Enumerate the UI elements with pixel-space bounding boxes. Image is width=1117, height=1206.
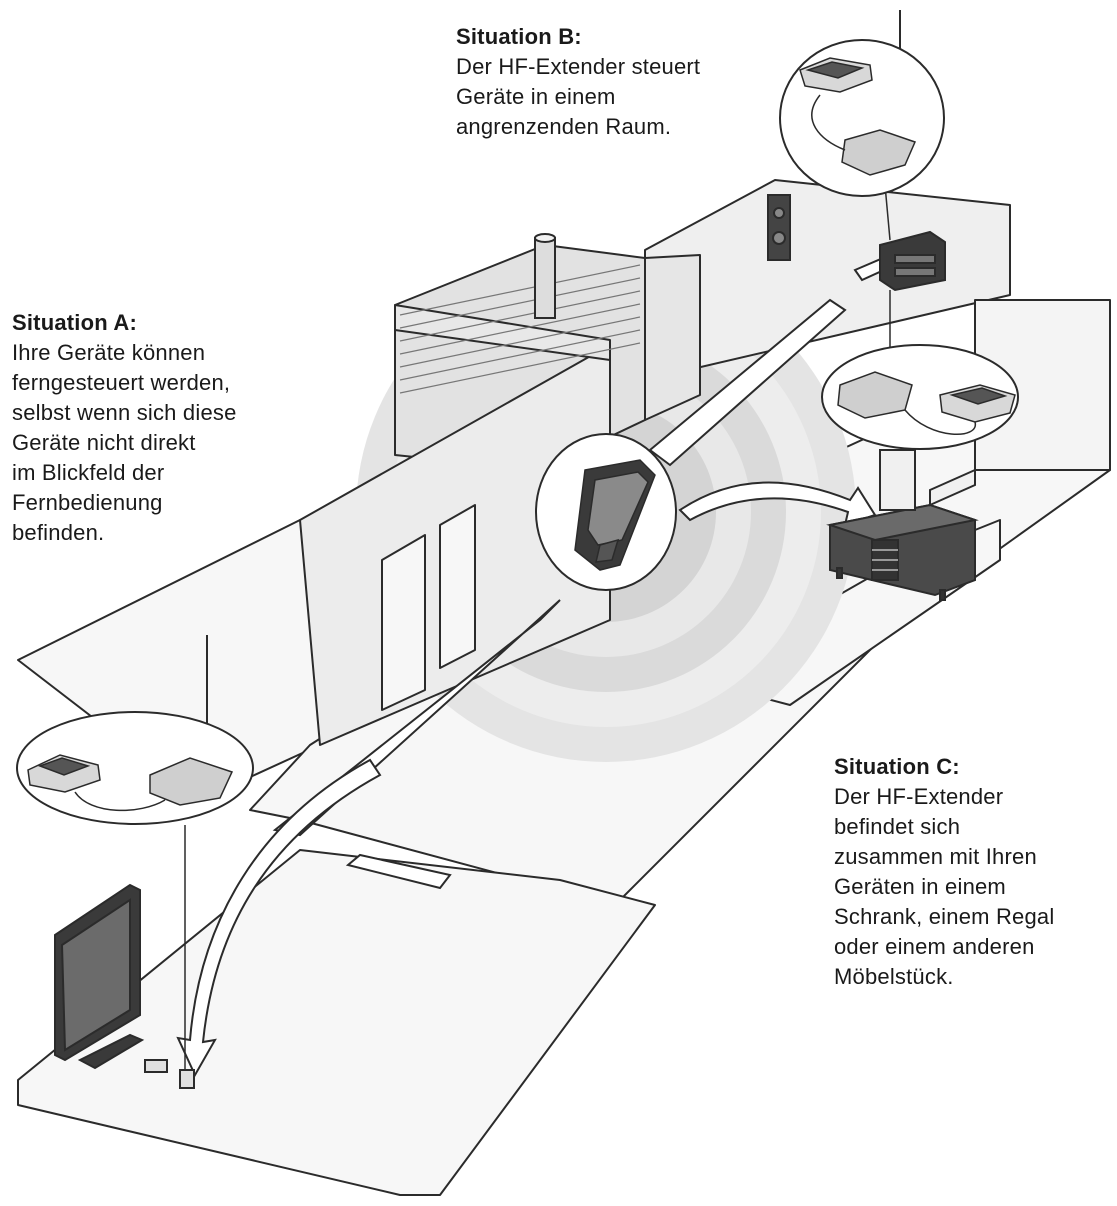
situation-c-line: Der HF-Extender <box>834 784 1004 809</box>
situation-c-line: Möbelstück. <box>834 964 954 989</box>
situation-b-caption: Situation B: Der HF-Extender steuert Ger… <box>456 22 700 142</box>
situation-a-line: Ihre Geräte können <box>12 340 206 365</box>
situation-c-line: zusammen mit Ihren <box>834 844 1037 869</box>
situation-c-line: oder einem anderen <box>834 934 1035 959</box>
speaker-icon <box>767 194 791 261</box>
situation-c-line: befindet sich <box>834 814 961 839</box>
television-icon <box>54 883 195 1089</box>
situation-c-caption: Situation C: Der HF-Extender befindet si… <box>834 752 1054 992</box>
window-blinds <box>399 264 641 394</box>
situation-a-line: ferngesteuert werden, <box>12 370 231 395</box>
remote-control-bubble <box>535 433 677 591</box>
rf-extender-icon <box>799 57 917 176</box>
situation-a-line: Geräte nicht direkt <box>12 430 196 455</box>
situation-b-line: Der HF-Extender steuert <box>456 54 701 79</box>
bubble-situation-a <box>16 635 254 1080</box>
situation-c-line: Schrank, einem Regal <box>834 904 1055 929</box>
situation-b-title: Situation B: <box>456 24 582 49</box>
situation-a-caption: Situation A: Ihre Geräte können ferngest… <box>12 308 237 548</box>
situation-a-title: Situation A: <box>12 310 138 335</box>
remote-control-icon <box>574 459 656 571</box>
situation-b-line: Geräte in einem <box>456 84 616 109</box>
situation-c-title: Situation C: <box>834 754 960 779</box>
situation-a-line: Fernbedienung <box>12 490 163 515</box>
situation-b-line: angrenzenden Raum. <box>456 114 672 139</box>
upper-room-devices <box>767 194 946 292</box>
rf-extender-icon <box>27 754 234 806</box>
walls <box>299 179 1111 746</box>
situation-a-line: befinden. <box>12 520 105 545</box>
av-cabinet <box>826 503 979 601</box>
floor-mat <box>345 853 452 890</box>
situation-c-line: Geräten in einem <box>834 874 1006 899</box>
support-posts <box>879 449 976 511</box>
pillar <box>534 233 556 319</box>
situation-a-line: selbst wenn sich diese <box>12 400 237 425</box>
rf-extender-icon <box>837 371 1016 423</box>
bubble-situation-b <box>779 10 945 241</box>
situation-a-line: im Blickfeld der <box>12 460 165 485</box>
bubble-situation-c <box>821 290 1019 450</box>
